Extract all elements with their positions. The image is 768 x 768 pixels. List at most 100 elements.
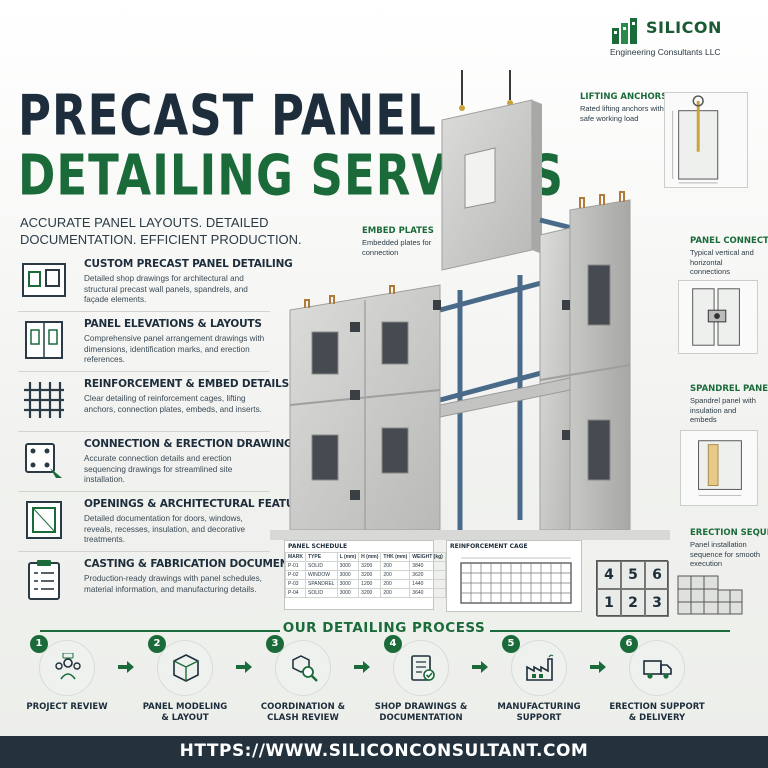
step-circle: 5	[502, 635, 567, 696]
callout-title: PANEL CONNECTION	[690, 236, 768, 246]
callout-title: SPANDREL PANEL	[690, 384, 768, 394]
callout-desc: Embedded plates for connection	[362, 238, 432, 257]
table-cell: SOLID	[305, 561, 338, 571]
table-cell: 3000	[336, 570, 360, 580]
table-row: P-01 SOLID 3000 3200 200 3840	[285, 561, 446, 571]
table-cell: 3000	[336, 588, 360, 598]
process-step-2: 2 PANEL MODELING & LAYOUT	[130, 635, 240, 723]
callout-desc: Spandrel panel with insulation and embed…	[690, 396, 756, 424]
service-desc: Comprehensive panel arrangement drawings…	[84, 334, 265, 364]
process-title: OUR DETAILING PROCESS	[282, 620, 486, 636]
hero-tagline: ACCURATE PANEL LAYOUTS. DETAILED DOCUMEN…	[20, 215, 302, 247]
service-item: PANEL ELEVATIONS & LAYOUTS Comprehensive…	[18, 312, 270, 372]
arrow-right-icon	[118, 661, 134, 673]
step-number: 1	[30, 635, 48, 653]
reinforcement-cage-drawing: REINFORCEMENT CAGE	[446, 540, 582, 612]
table-cell: 1440	[409, 579, 446, 589]
step-circle: 4	[384, 635, 449, 696]
callout-embed-plates: EMBED PLATES Embedded plates for connect…	[362, 226, 446, 257]
table-cell: 200	[380, 561, 411, 571]
process-step-5: 5 MANUFACTURING SUPPORT	[484, 635, 594, 723]
brand-logo[interactable]: SILICON Engineering Consultants LLC	[610, 16, 750, 60]
table-row: P-03 SPANDREL 3000 1200 200 1440	[285, 579, 446, 589]
website-link[interactable]: HTTPS://WWW.SILICONCONSULTANT.COM	[179, 741, 589, 761]
schedule-title: PANEL SCHEDULE	[288, 543, 348, 550]
service-title: PANEL ELEVATIONS & LAYOUTS	[84, 318, 262, 330]
table-cell: SPANDREL	[305, 579, 338, 589]
window-opening-icon	[26, 501, 62, 539]
checklist-icon	[411, 655, 435, 681]
elevation-icon	[25, 321, 63, 359]
table-cell: SOLID	[305, 588, 338, 598]
brand-name: SILICON	[646, 18, 722, 37]
process-step-1: 1 PROJECT REVIEW	[12, 635, 122, 713]
service-title: OPENINGS & ARCHITECTURAL FEATURES	[84, 498, 317, 510]
sequence-cell: 1	[597, 589, 621, 617]
lifting-anchor-detail-drawing	[664, 92, 748, 188]
callout-desc: Panel installation sequence for smooth e…	[690, 540, 761, 568]
brand-subtitle: Engineering Consultants LLC	[610, 47, 721, 57]
arrow-right-icon	[590, 661, 606, 673]
step-number: 3	[266, 635, 284, 653]
table-cell: 3200	[358, 561, 382, 571]
process-step-6: 6 ERECTION SUPPORT & DELIVERY	[602, 635, 712, 723]
service-title: CONNECTION & ERECTION DRAWINGS	[84, 438, 300, 450]
schedule-header: TYPE	[305, 552, 338, 562]
service-desc: Detailed documentation for doors, window…	[84, 514, 246, 544]
arrow-right-icon	[236, 661, 252, 673]
callout-panel-connection: PANEL CONNECTION Typical vertical and ho…	[690, 236, 768, 277]
services-list: CUSTOM PRECAST PANEL DETAILING Detailed …	[18, 252, 317, 612]
callout-title: LIFTING ANCHORS	[580, 92, 668, 102]
process-step-4: 4 SHOP DRAWINGS & DOCUMENTATION	[366, 635, 476, 723]
step-label: MANUFACTURING SUPPORT	[497, 702, 581, 723]
table-cell: P-02	[285, 570, 306, 580]
schedule-header: THK (mm)	[380, 552, 411, 562]
table-cell: 200	[380, 579, 411, 589]
step-circle: 3	[266, 635, 331, 696]
service-title: CASTING & FABRICATION DOCUMENTS	[84, 558, 303, 570]
model-cube-icon	[173, 654, 199, 682]
step-label: PANEL MODELING & LAYOUT	[142, 702, 228, 723]
process-step-3: 3 COORDINATION & CLASH REVIEW	[248, 635, 358, 723]
sequence-cell: 2	[621, 589, 645, 617]
callout-spandrel-panel: SPANDREL PANEL Spandrel panel with insul…	[690, 384, 768, 425]
process-divider-left	[40, 630, 280, 632]
team-icon	[55, 653, 81, 680]
schedule-header: L (mm)	[336, 552, 360, 562]
cage-title: REINFORCEMENT CAGE	[450, 543, 528, 550]
table-cell: P-04	[285, 588, 306, 598]
logo-mark-icon	[612, 18, 637, 44]
process-divider-right	[490, 630, 730, 632]
table-cell: 3200	[358, 588, 382, 598]
step-circle: 1	[30, 635, 95, 696]
schedule-header-row: MARK TYPE L (mm) H (mm) THK (mm) WEIGHT …	[285, 552, 446, 562]
callout-desc: Rated lifting anchors with safe working …	[580, 104, 664, 123]
callout-erection-sequence: ERECTION SEQUENCE Panel installation seq…	[690, 528, 768, 569]
table-cell: 200	[380, 570, 411, 580]
erection-sequence-grid: 4 5 6 1 2 3	[596, 560, 669, 617]
table-cell: 3640	[409, 588, 446, 598]
step-circle: 6	[620, 635, 685, 696]
callout-desc: Typical vertical and horizontal connecti…	[690, 248, 754, 276]
step-circle: 2	[148, 635, 213, 696]
service-desc: Accurate connection details and erection…	[84, 454, 233, 484]
table-cell: P-03	[285, 579, 306, 589]
callout-title: EMBED PLATES	[362, 226, 434, 236]
table-row: P-02 WINDOW 3000 3200 200 3620	[285, 570, 446, 580]
step-label: COORDINATION & CLASH REVIEW	[260, 702, 346, 723]
table-cell: P-01	[285, 561, 306, 571]
service-title: CUSTOM PRECAST PANEL DETAILING	[84, 258, 293, 270]
table-cell: 3200	[358, 570, 382, 580]
step-number: 2	[148, 635, 166, 653]
arrow-right-icon	[354, 661, 370, 673]
table-cell: 3840	[409, 561, 446, 571]
hero-title-line1: PRECAST PANEL	[18, 82, 437, 149]
connection-plate-icon	[25, 443, 62, 478]
schedule-header: H (mm)	[358, 552, 382, 562]
step-number: 5	[502, 635, 520, 653]
service-item: OPENINGS & ARCHITECTURAL FEATURES Detail…	[18, 492, 317, 552]
step-number: 4	[384, 635, 402, 653]
precast-building-illustration	[270, 70, 670, 540]
clash-search-icon	[292, 655, 318, 682]
sequence-cell: 4	[597, 561, 621, 589]
